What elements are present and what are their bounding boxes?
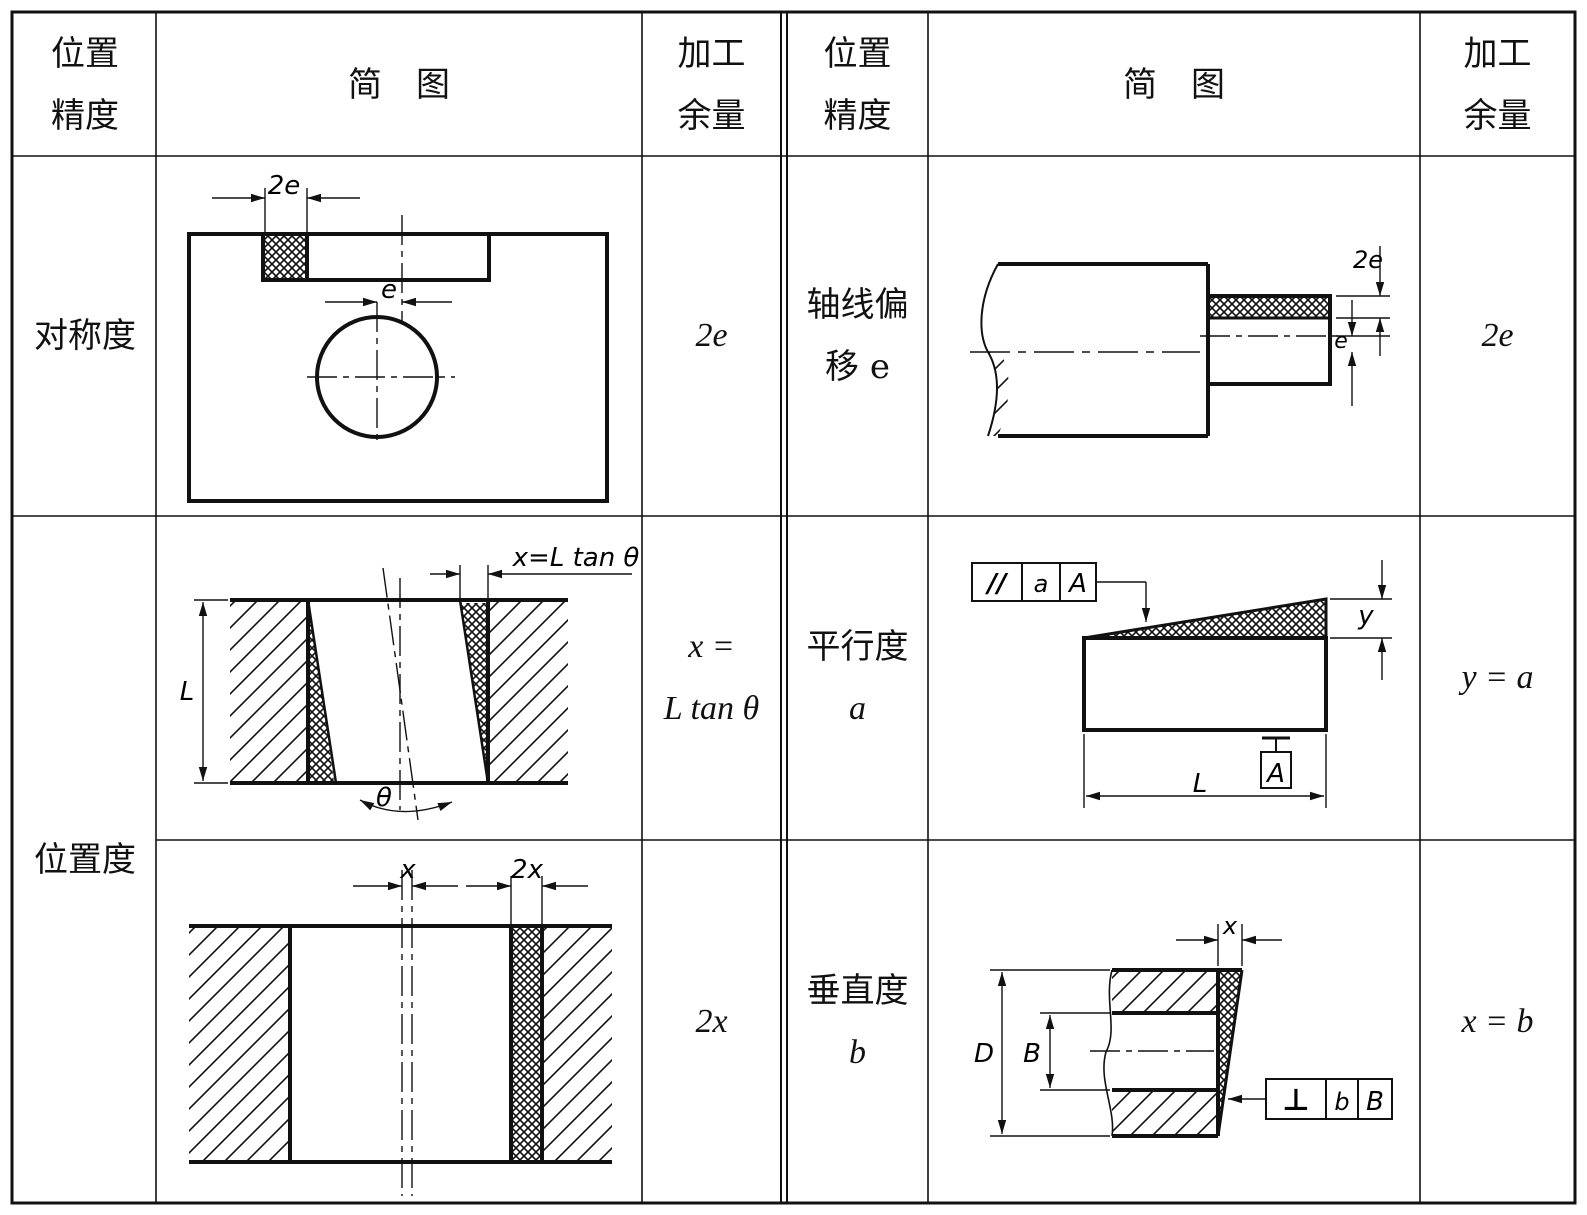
par-A-label: A [1067, 569, 1087, 599]
allowance-symmetry: 2e [695, 317, 728, 354]
par-a-label: a [1034, 570, 1049, 598]
axis-offset-line2: 移 e [825, 347, 890, 387]
perp-D-label: D [974, 1039, 994, 1069]
axis-offset-line1: 轴线偏 [806, 285, 909, 325]
perp-x-label: x [1222, 912, 1238, 940]
allowance-position-tilt: x = L tan θ [642, 516, 781, 840]
sketch-symmetry [187, 188, 609, 503]
parallelism-line1: 平行度 [806, 627, 909, 667]
allowance-tilt-line1: x = [688, 628, 735, 665]
precision-symmetry: 对称度 [34, 316, 136, 356]
perp-Bref-label: B [1366, 1087, 1384, 1117]
axis-2e-label: 2e [1353, 246, 1383, 274]
perpendicularity-line2: b [849, 1033, 866, 1071]
sketch-parallelism [971, 560, 1392, 808]
header-sketch-left: 简 图 [348, 65, 450, 105]
par-L-label: L [1193, 769, 1208, 799]
perpendicularity-line1: 垂直度 [806, 970, 909, 1011]
precision-axis-offset: 轴线偏 移 e [787, 156, 928, 516]
perp-B-label: B [1023, 1039, 1041, 1069]
off-2x-label: 2x [511, 855, 544, 885]
tilt-L-label: L [180, 677, 195, 707]
allowance-position-offset: 2x [695, 1002, 728, 1040]
par-symbol: // [985, 569, 1009, 599]
precision-parallelism: 平行度 a [787, 516, 928, 840]
axis-allowance-zone [1210, 298, 1328, 318]
parallelism-line2: a [849, 690, 866, 727]
allowance-tilt-line2: L tan θ [663, 690, 760, 727]
allowance-parallelism: y = a [1461, 659, 1534, 696]
sketch-axis-offset [970, 246, 1390, 438]
sketch-perpendicularity [990, 924, 1393, 1138]
tilt-formula-label: x=L tan θ [512, 543, 640, 573]
header-allowance-left: 加工 余量 [677, 34, 746, 136]
header-precision-right: 位置 精度 [823, 34, 892, 136]
axis-e-label: e [1334, 329, 1348, 354]
perp-b-label: b [1334, 1088, 1349, 1116]
par-datum-label: A [1265, 759, 1285, 789]
allowance-perpendicularity: x = b [1461, 1002, 1534, 1040]
sketch-position-offset [189, 870, 612, 1196]
offset-allowance-zone [511, 928, 541, 1160]
par-y-label: y [1357, 601, 1374, 631]
sym-e-label: e [381, 275, 397, 305]
perp-symbol: ⊥ [1282, 1083, 1309, 1118]
precision-position: 位置度 [34, 839, 136, 880]
header-sketch-right: 简 图 [1123, 65, 1225, 105]
precision-perpendicularity: 垂直度 b [787, 840, 928, 1203]
allowance-axis-offset: 2e [1481, 317, 1514, 354]
header-allowance-right: 加工 余量 [1463, 34, 1532, 136]
off-x-label: x [399, 855, 416, 885]
sketch-position-tilt [194, 565, 632, 821]
grid-lines [10, 10, 1577, 1205]
header-precision-left: 位置 精度 [51, 34, 119, 136]
tilt-theta-label: θ [376, 783, 392, 813]
symmetry-allowance-zone [265, 236, 307, 278]
sym-2e-label: 2e [268, 171, 301, 201]
